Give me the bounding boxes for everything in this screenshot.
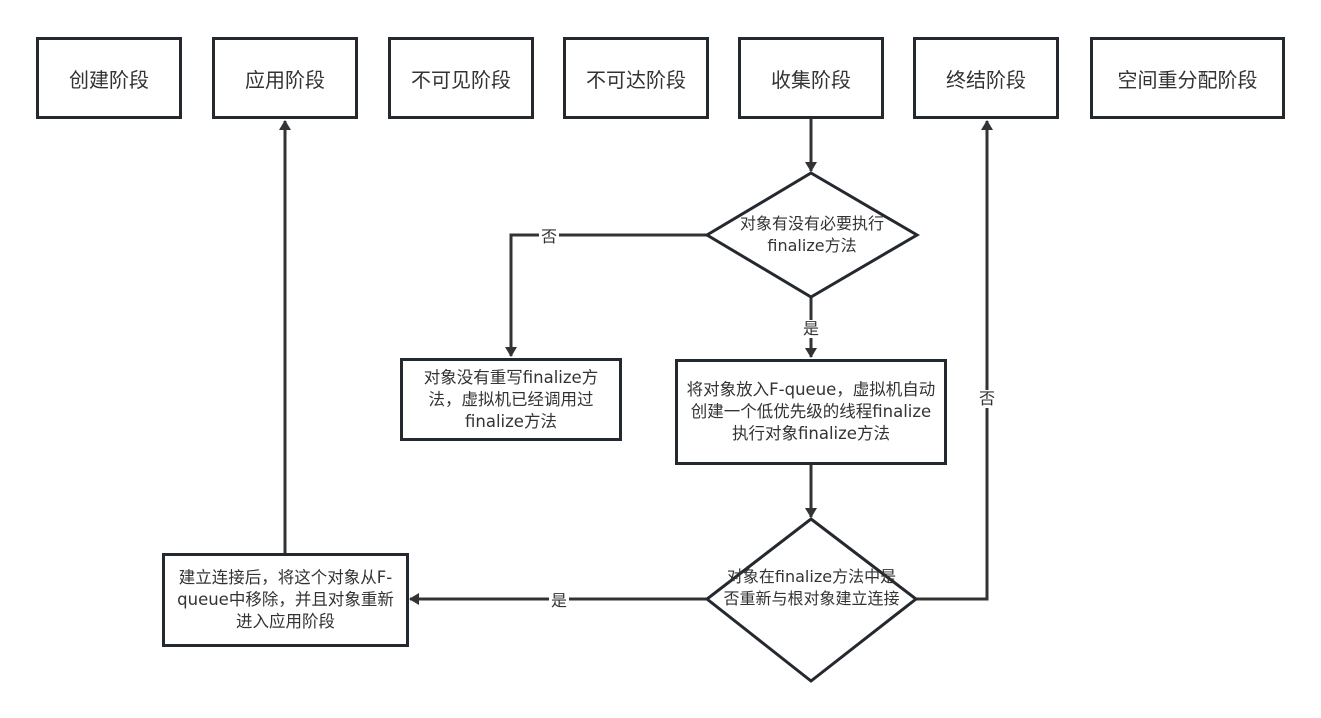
stage-finalize-label: 终结阶段 (946, 67, 1026, 92)
stage-invisible: 不可见阶段 (388, 37, 534, 119)
stage-collect-label: 收集阶段 (771, 67, 851, 92)
stage-realloc: 空间重分配阶段 (1090, 37, 1285, 119)
edge-label-d2-yes: 是 (549, 591, 570, 610)
decision1-diamond (704, 171, 920, 299)
stage-apply-label: 应用阶段 (245, 67, 325, 92)
no-override-text: 对象没有重写finalize方法，虚拟机已经调用过finalize方法 (423, 367, 599, 431)
stage-unreachable: 不可达阶段 (563, 37, 709, 119)
stage-finalize: 终结阶段 (913, 37, 1059, 119)
edge-decision2-no (916, 120, 993, 601)
fqueue-text: 将对象放入F-queue，虚拟机自动创建一个低优先级的线程finalize执行对… (686, 380, 936, 443)
stage-collect: 收集阶段 (738, 37, 884, 119)
reconnect-box: 建立连接后，将这个对象从F-queue中移除，并且对象重新进入应用阶段 (162, 553, 409, 647)
stage-apply: 应用阶段 (212, 37, 358, 119)
decision2-diamond (704, 517, 919, 683)
stage-create-label: 创建阶段 (69, 67, 149, 92)
edge-label-d1-yes: 是 (801, 319, 822, 338)
stage-create: 创建阶段 (36, 37, 182, 119)
edge-label-d2-no: 否 (977, 389, 998, 408)
decision2-text: 对象在finalize方法中是否重新与根对象建立连接 (723, 567, 900, 608)
edge-label-d1-no: 否 (539, 227, 560, 246)
stage-invisible-label: 不可见阶段 (411, 67, 511, 92)
stage-unreachable-label: 不可达阶段 (586, 67, 686, 92)
reconnect-text: 建立连接后，将这个对象从F-queue中移除，并且对象重新进入应用阶段 (177, 568, 394, 631)
no-override-box: 对象没有重写finalize方法，虚拟机已经调用过finalize方法 (400, 358, 622, 441)
stage-realloc-label: 空间重分配阶段 (1117, 67, 1258, 92)
fqueue-box: 将对象放入F-queue，虚拟机自动创建一个低优先级的线程finalize执行对… (675, 359, 947, 465)
edge-decision1-no (505, 233, 707, 357)
decision1-text: 对象有没有必要执行finalize方法 (739, 214, 884, 255)
